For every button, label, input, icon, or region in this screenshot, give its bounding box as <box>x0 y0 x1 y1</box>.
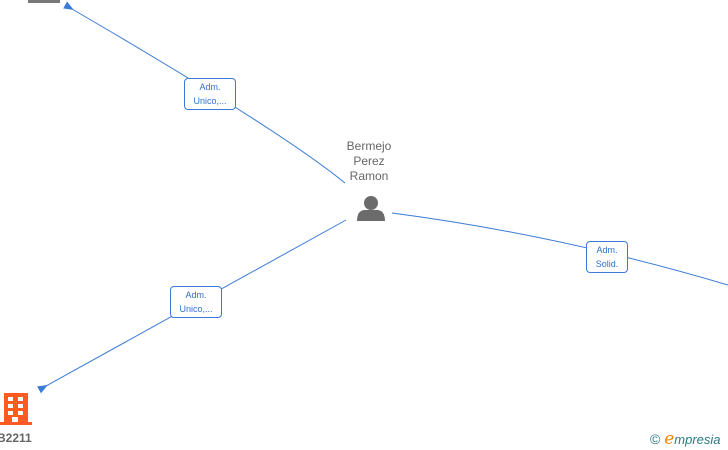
edge-top-left <box>63 1 346 184</box>
label-line: Adm. <box>185 290 207 300</box>
edge-label-top-left[interactable]: Adm. Unico,... <box>184 78 236 110</box>
company-name[interactable]: B2211 <box>0 431 32 445</box>
company-top-partial <box>28 0 60 3</box>
person-icon <box>357 196 385 221</box>
empresia-logo: © empresia <box>650 429 721 449</box>
brand-text: mpresia <box>674 432 721 447</box>
name-line: Ramon <box>349 169 389 183</box>
edge-label-bottom-left[interactable]: Adm. Unico,... <box>170 286 222 318</box>
edge-label-right[interactable]: Adm. Solid. <box>586 241 628 273</box>
edge-right <box>391 212 728 286</box>
person-name[interactable]: Bermejo Perez Ramon <box>336 139 402 184</box>
label-line: Adm. <box>199 82 221 92</box>
label-line: Unico,... <box>179 304 213 314</box>
label-line: Solid. <box>595 259 619 269</box>
building-icon <box>0 393 32 425</box>
brand-initial: e <box>664 429 675 449</box>
name-line: Bermejo <box>346 139 392 153</box>
label-line: Adm. <box>596 245 618 255</box>
label-line: Unico,... <box>193 96 227 106</box>
copyright-icon: © <box>650 431 661 447</box>
name-line: Perez <box>353 154 385 168</box>
